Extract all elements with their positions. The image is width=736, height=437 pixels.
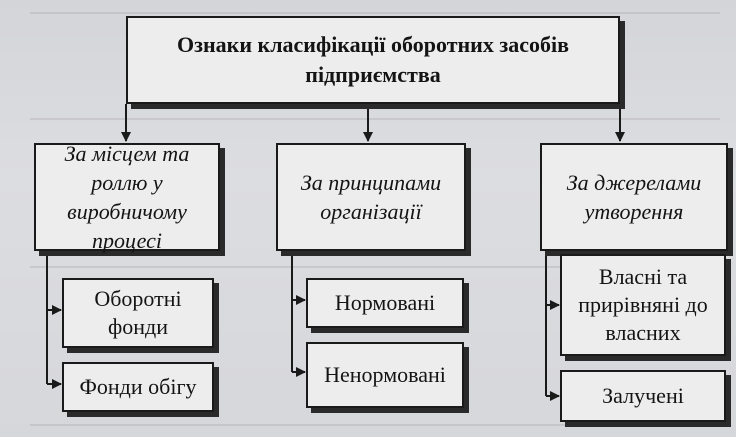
item-label: Оборотні фонди	[94, 286, 182, 339]
diagram-title-box: Ознаки класифікації оборотних засобів пі…	[126, 16, 620, 104]
category-box-formation-sources: За джерелами утворення	[540, 143, 728, 251]
bleed-through-line	[30, 118, 720, 120]
category-label: За принципами організації	[300, 170, 442, 224]
item-box-non-normalized: Ненормовані	[306, 342, 464, 408]
bleed-through-line	[30, 424, 720, 426]
item-label: Фонди обігу	[79, 374, 197, 399]
item-box-borrowed: Залучені	[560, 370, 726, 422]
item-label: Власні та прирівняні до власних	[578, 264, 708, 345]
item-box-normalized: Нормовані	[306, 278, 464, 328]
item-box-own-and-equivalent: Власні та прирівняні до власних	[560, 254, 726, 356]
category-label: За місцем та роллю у виробничому процесі	[64, 141, 190, 253]
item-label: Залучені	[602, 383, 684, 408]
item-box-working-funds: Оборотні фонди	[62, 278, 214, 348]
bleed-through-line	[30, 12, 720, 14]
item-box-circulation-funds: Фонди обігу	[62, 362, 214, 412]
category-box-location-role: За місцем та роллю у виробничому процесі	[34, 141, 220, 253]
diagram-title: Ознаки класифікації оборотних засобів пі…	[177, 32, 569, 87]
category-box-organization-principles: За принципами організації	[276, 143, 466, 251]
item-label: Нормовані	[334, 290, 436, 315]
bleed-through-line	[30, 266, 720, 268]
category-label: За джерелами утворення	[566, 170, 702, 224]
item-label: Ненормовані	[324, 362, 446, 387]
